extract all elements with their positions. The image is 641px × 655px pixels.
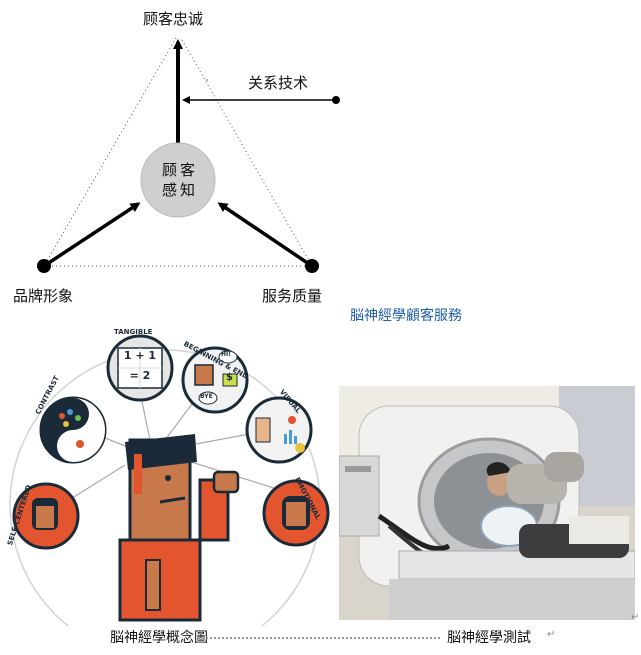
arrow-from-brand [43,202,141,268]
customer-loyalty-label: 顾客忠诚 [143,10,204,28]
speech-hi: HI! [221,351,231,358]
diagram-lines [37,37,340,273]
paragraph-mark-icon: ↵ [631,612,640,623]
caption-leader-dots [206,637,440,639]
tangible-label: TANGIBLE [114,328,153,336]
center-node-line1: 顾客 [161,161,198,179]
customer-perception-diagram: 顾客忠诚 关系技术 顾客 感知 品牌形象 服务质量 脳神經學顧客服務 [13,10,462,324]
relationship-technology-label: 关系技术 [248,74,309,92]
relationship-tech-dot [332,96,340,104]
customer-perception-node [140,142,216,218]
neuro-concept-illustration: TANGIBLE BEGINNING & END CONTRAST VISUAL… [0,328,335,626]
center-node-line2: 感知 [161,181,198,199]
stray-dot [206,79,208,81]
central-figure [118,434,240,622]
service-quality-dot [305,259,319,273]
visual-bubble [245,396,313,464]
speech-bye: BYE [200,393,213,400]
equation-line1: 1 + 1 [123,349,157,362]
return-mark-icon: ↵ [547,629,556,640]
neuro-customer-service-caption: 脳神經學顧客服務 [350,308,462,324]
arrow-from-service [217,202,313,268]
brand-image-label: 品牌形象 [13,287,74,305]
service-quality-label: 服务质量 [262,287,323,305]
neuro-test-caption: 脳神經學測試 [447,630,531,646]
equation-line2: = 2 [129,369,151,382]
mri-scene [339,386,635,620]
concept-art [9,334,330,626]
neuro-concept-caption: 脳神經學概念圖 [110,630,208,646]
mri-photo [339,386,635,620]
dollar-icon: $ [226,372,233,383]
brand-image-dot [37,259,51,273]
